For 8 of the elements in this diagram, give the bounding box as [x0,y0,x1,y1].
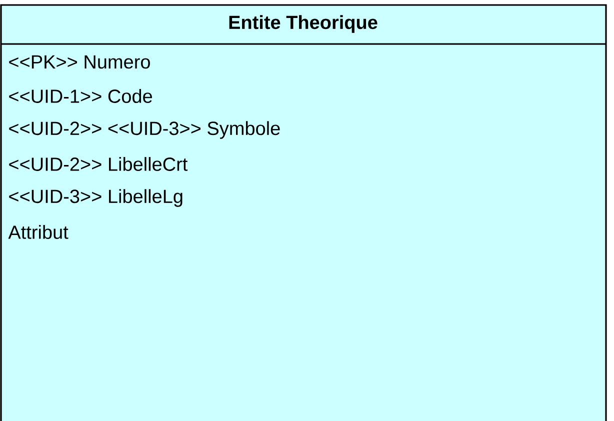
attribute-text: <<UID-2>> LibelleCrt [9,157,188,171]
class-box [0,4,607,421]
class-name: Entite Theorique [229,15,378,33]
attribute-text: <<UID-3>> LibelleLg [9,189,182,207]
attribute-text: <<PK>> Numero [9,55,150,69]
attribute-text: Attribut [8,225,68,239]
attribute-text: <<UID-2>> <<UID-3>> Symbole [9,121,280,139]
attribute-text: <<UID-1>> Code [9,89,152,103]
